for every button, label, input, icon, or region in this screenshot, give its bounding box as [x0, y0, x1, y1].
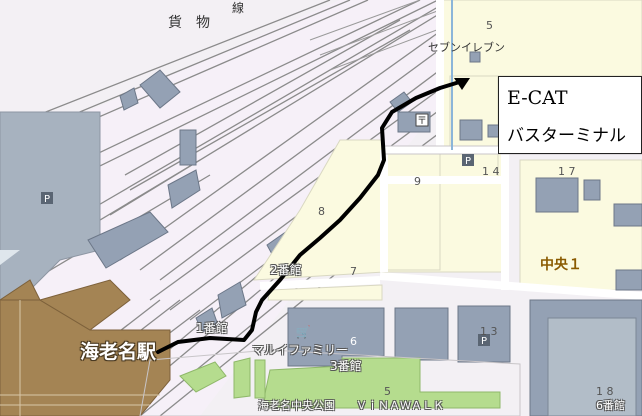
station-building	[0, 279, 171, 416]
building-1-label: 1番館	[196, 321, 228, 335]
route-line	[156, 78, 468, 354]
svg-text:🛒: 🛒	[296, 325, 311, 339]
svg-text:P: P	[465, 156, 471, 167]
central-park-label: 海老名中央公園	[258, 399, 335, 412]
parking-icon: P	[462, 154, 474, 167]
block-number: 6	[350, 335, 357, 348]
callout-line1: E-CAT	[507, 87, 568, 109]
chuo-1-label: 中央１	[540, 257, 582, 273]
freight-line-label: 貨 物	[168, 15, 210, 31]
central-park	[179, 357, 501, 409]
parking-icon: P	[478, 334, 490, 347]
marui-family-label: マルイファミリー	[252, 343, 349, 357]
block-number: 1 3	[480, 325, 498, 338]
block-number: 8	[318, 205, 325, 218]
building-2-label: 2番館	[270, 263, 302, 277]
block-number: 7	[350, 265, 357, 278]
big-warehouse	[0, 111, 101, 321]
svg-text:〒: 〒	[417, 116, 427, 127]
building-3-label: 3番館	[330, 359, 362, 373]
callout-line2: バスターミナル	[507, 126, 626, 146]
seven-eleven-label: セブンイレブン	[428, 41, 505, 54]
svg-text:P: P	[44, 194, 50, 205]
shop-icon: 🛒	[296, 325, 311, 339]
route-arrow	[454, 78, 470, 90]
block-number: 1 4	[482, 165, 500, 178]
building-6-label: 6番館	[596, 399, 625, 412]
block-number: 1 8	[596, 385, 614, 398]
block-number: 5	[486, 19, 493, 32]
post-office-icon: 〒	[415, 113, 429, 127]
block-number: 9	[414, 175, 421, 188]
vinawalk-label: ＶｉＮＡＷＡＬＫ	[356, 399, 444, 412]
svg-text:P: P	[481, 336, 487, 347]
ecat-callout: E-CAT バスターミナル	[498, 76, 642, 154]
block-number: 1 7	[558, 165, 576, 178]
ebina-station-label: 海老名駅	[80, 341, 157, 363]
parking-icon: P	[41, 192, 53, 205]
block-number: 5	[384, 385, 391, 398]
freight-line-label-tail: 線	[232, 1, 245, 15]
